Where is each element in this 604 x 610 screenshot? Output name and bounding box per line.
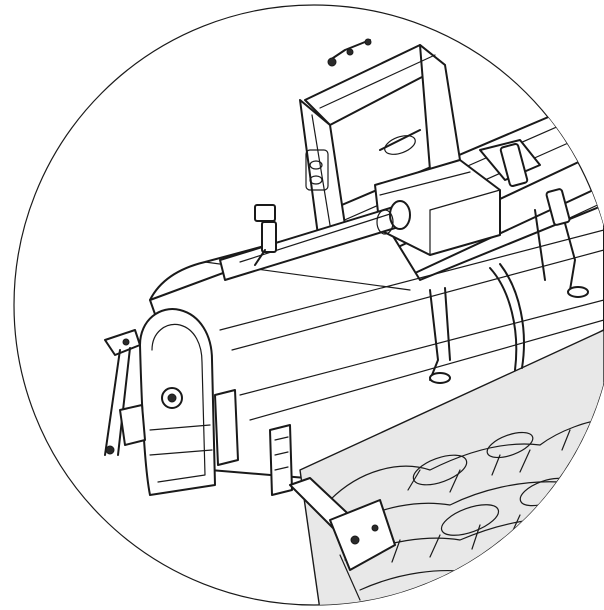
- rear-shield: [149, 204, 604, 481]
- depth-adjust-bracket: [214, 389, 293, 496]
- drive-shaft: [219, 200, 411, 281]
- side-gear-cover: [139, 308, 216, 496]
- hitch-pins: [254, 204, 277, 266]
- top-right-clamps: [499, 143, 571, 226]
- left-stand-leg: [104, 329, 146, 456]
- tiller-machine: [104, 38, 604, 605]
- circular-frame: [13, 4, 604, 606]
- three-point-hitch-mast: [299, 38, 461, 236]
- lower-link-arm: [289, 477, 396, 601]
